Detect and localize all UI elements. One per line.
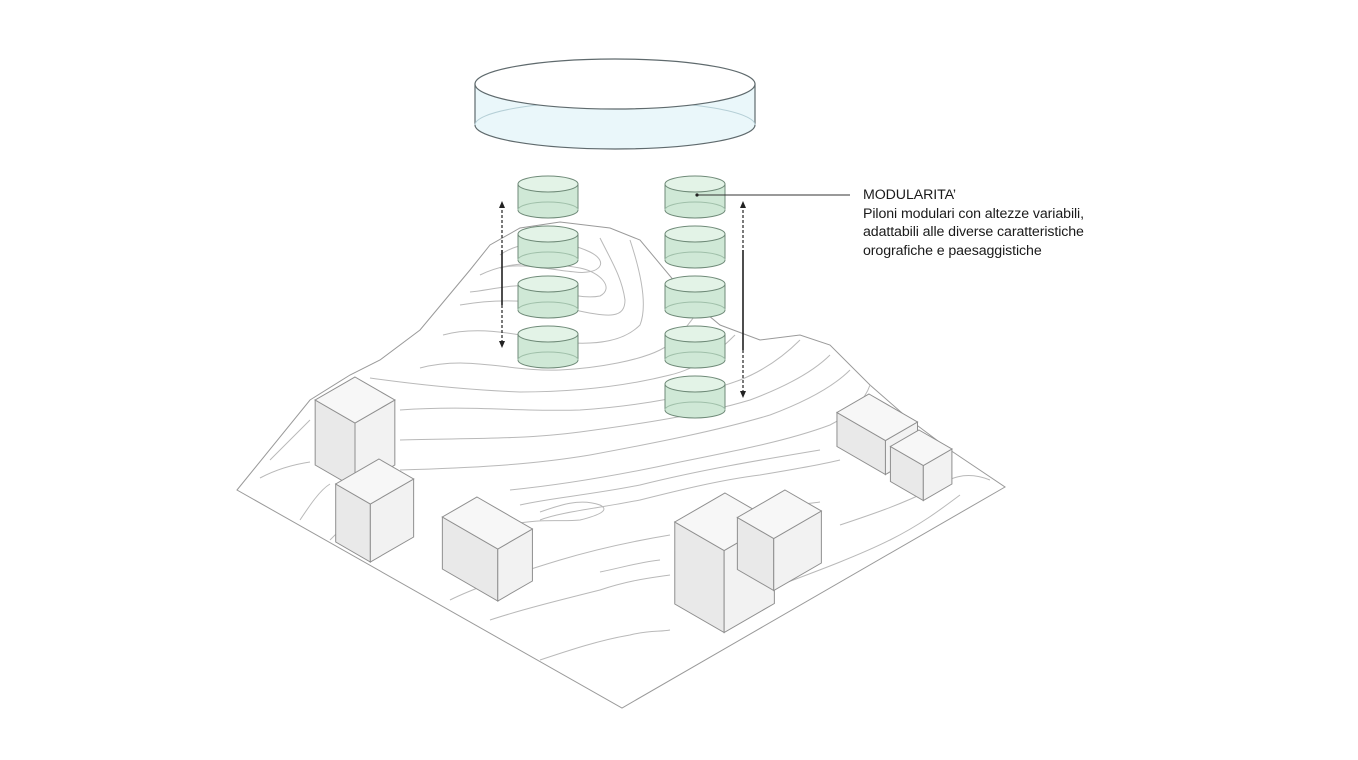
building [441, 496, 534, 602]
building [889, 429, 953, 502]
pier-module [517, 275, 579, 319]
pier-module [517, 225, 579, 269]
left-pier-column [517, 175, 579, 369]
annotation-line: orografiche e paesaggistiche [863, 242, 1042, 259]
pier-module [664, 375, 726, 419]
pier-module [664, 325, 726, 369]
terrain [236, 221, 1006, 709]
building [736, 489, 823, 592]
annotation-line: Piloni modulari con altezze variabili, [863, 205, 1084, 222]
pier-module [517, 325, 579, 369]
annotation-line: adattabili alle diverse caratteristiche [863, 224, 1084, 240]
terrain-outline [236, 221, 1006, 709]
water-tank [474, 58, 756, 150]
pier-module [664, 175, 726, 219]
buildings [314, 376, 953, 634]
annotation-title: MODULARITA’ [863, 187, 956, 203]
building [314, 376, 396, 489]
height-arrow-left [499, 201, 505, 348]
height-arrow-right [740, 201, 746, 398]
contour-lines [259, 237, 991, 661]
pier-columns [517, 175, 726, 419]
annotation-leader [695, 193, 850, 197]
building [334, 458, 415, 563]
pier-module [664, 275, 726, 319]
pier-module [517, 175, 579, 219]
modularity-annotation: MODULARITA’ Piloni modulari con altezze … [863, 186, 1084, 260]
right-pier-column [664, 175, 726, 419]
pier-module [664, 225, 726, 269]
